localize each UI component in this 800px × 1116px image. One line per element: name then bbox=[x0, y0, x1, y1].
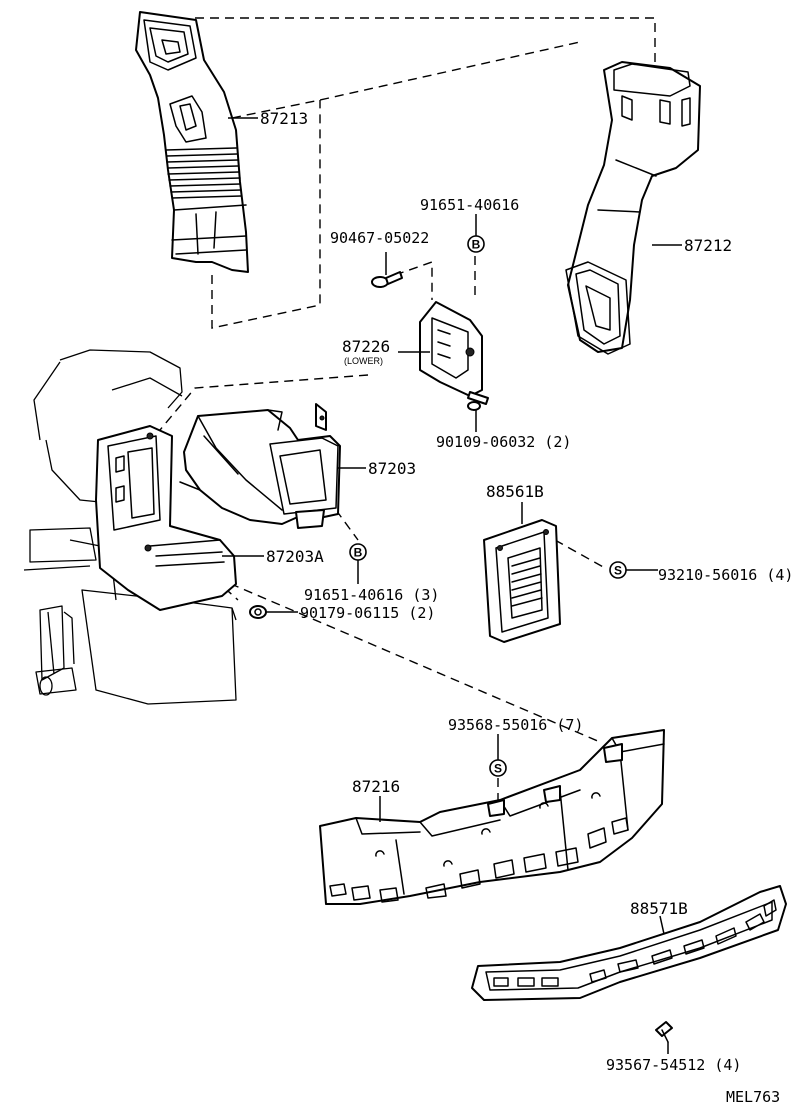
nut-90179 bbox=[249, 605, 267, 619]
label-88571b: 88571B bbox=[630, 899, 688, 918]
label-87203: 87203 bbox=[368, 459, 416, 478]
bolt-90467 bbox=[371, 271, 403, 288]
label-87213: 87213 bbox=[260, 109, 308, 128]
duct-87203 bbox=[179, 403, 341, 529]
label-88561b: 88561B bbox=[486, 482, 544, 501]
label-87216: 87216 bbox=[352, 777, 400, 796]
symbol-b-mid: B bbox=[349, 543, 367, 561]
label-90179: 90179-06115 (2) bbox=[300, 604, 435, 622]
symbol-s-grille: S bbox=[609, 561, 627, 579]
diagram-code: MEL763 bbox=[726, 1088, 780, 1106]
label-87212: 87212 bbox=[684, 236, 732, 255]
duct-87213 bbox=[135, 11, 249, 273]
duct-87212 bbox=[565, 61, 701, 355]
symbol-b-top: B bbox=[467, 235, 485, 253]
grille-88561b bbox=[483, 519, 561, 643]
label-87226-note: (LOWER) bbox=[344, 356, 383, 366]
label-87203a: 87203A bbox=[266, 547, 324, 566]
grille-strip-88571b bbox=[471, 885, 787, 1001]
label-91651-top: 91651-40616 bbox=[420, 196, 519, 214]
bracket-87226 bbox=[419, 301, 489, 411]
screw-93567 bbox=[655, 1021, 673, 1043]
label-93210: 93210-56016 (4) bbox=[658, 566, 793, 584]
svg-text:B: B bbox=[472, 238, 481, 252]
label-91651-mid: 91651-40616 (3) bbox=[304, 586, 439, 604]
part-labels: 87213 87212 91651-40616 90467-05022 8722… bbox=[260, 109, 793, 1106]
svg-text:S: S bbox=[494, 762, 502, 776]
svg-text:B: B bbox=[354, 546, 363, 560]
symbol-s-duct: S bbox=[489, 759, 507, 777]
svg-text:S: S bbox=[614, 564, 622, 578]
label-93567: 93567-54512 (4) bbox=[606, 1056, 741, 1074]
label-90109: 90109-06032 (2) bbox=[436, 433, 571, 451]
label-87226: 87226 bbox=[342, 337, 390, 356]
label-90467: 90467-05022 bbox=[330, 229, 429, 247]
label-93568: 93568-55016 (7) bbox=[448, 716, 583, 734]
blower-unit-ghost bbox=[23, 349, 237, 705]
duct-87216 bbox=[319, 729, 665, 905]
leader-lines bbox=[222, 117, 682, 1054]
blower-case-87203a bbox=[95, 425, 237, 611]
